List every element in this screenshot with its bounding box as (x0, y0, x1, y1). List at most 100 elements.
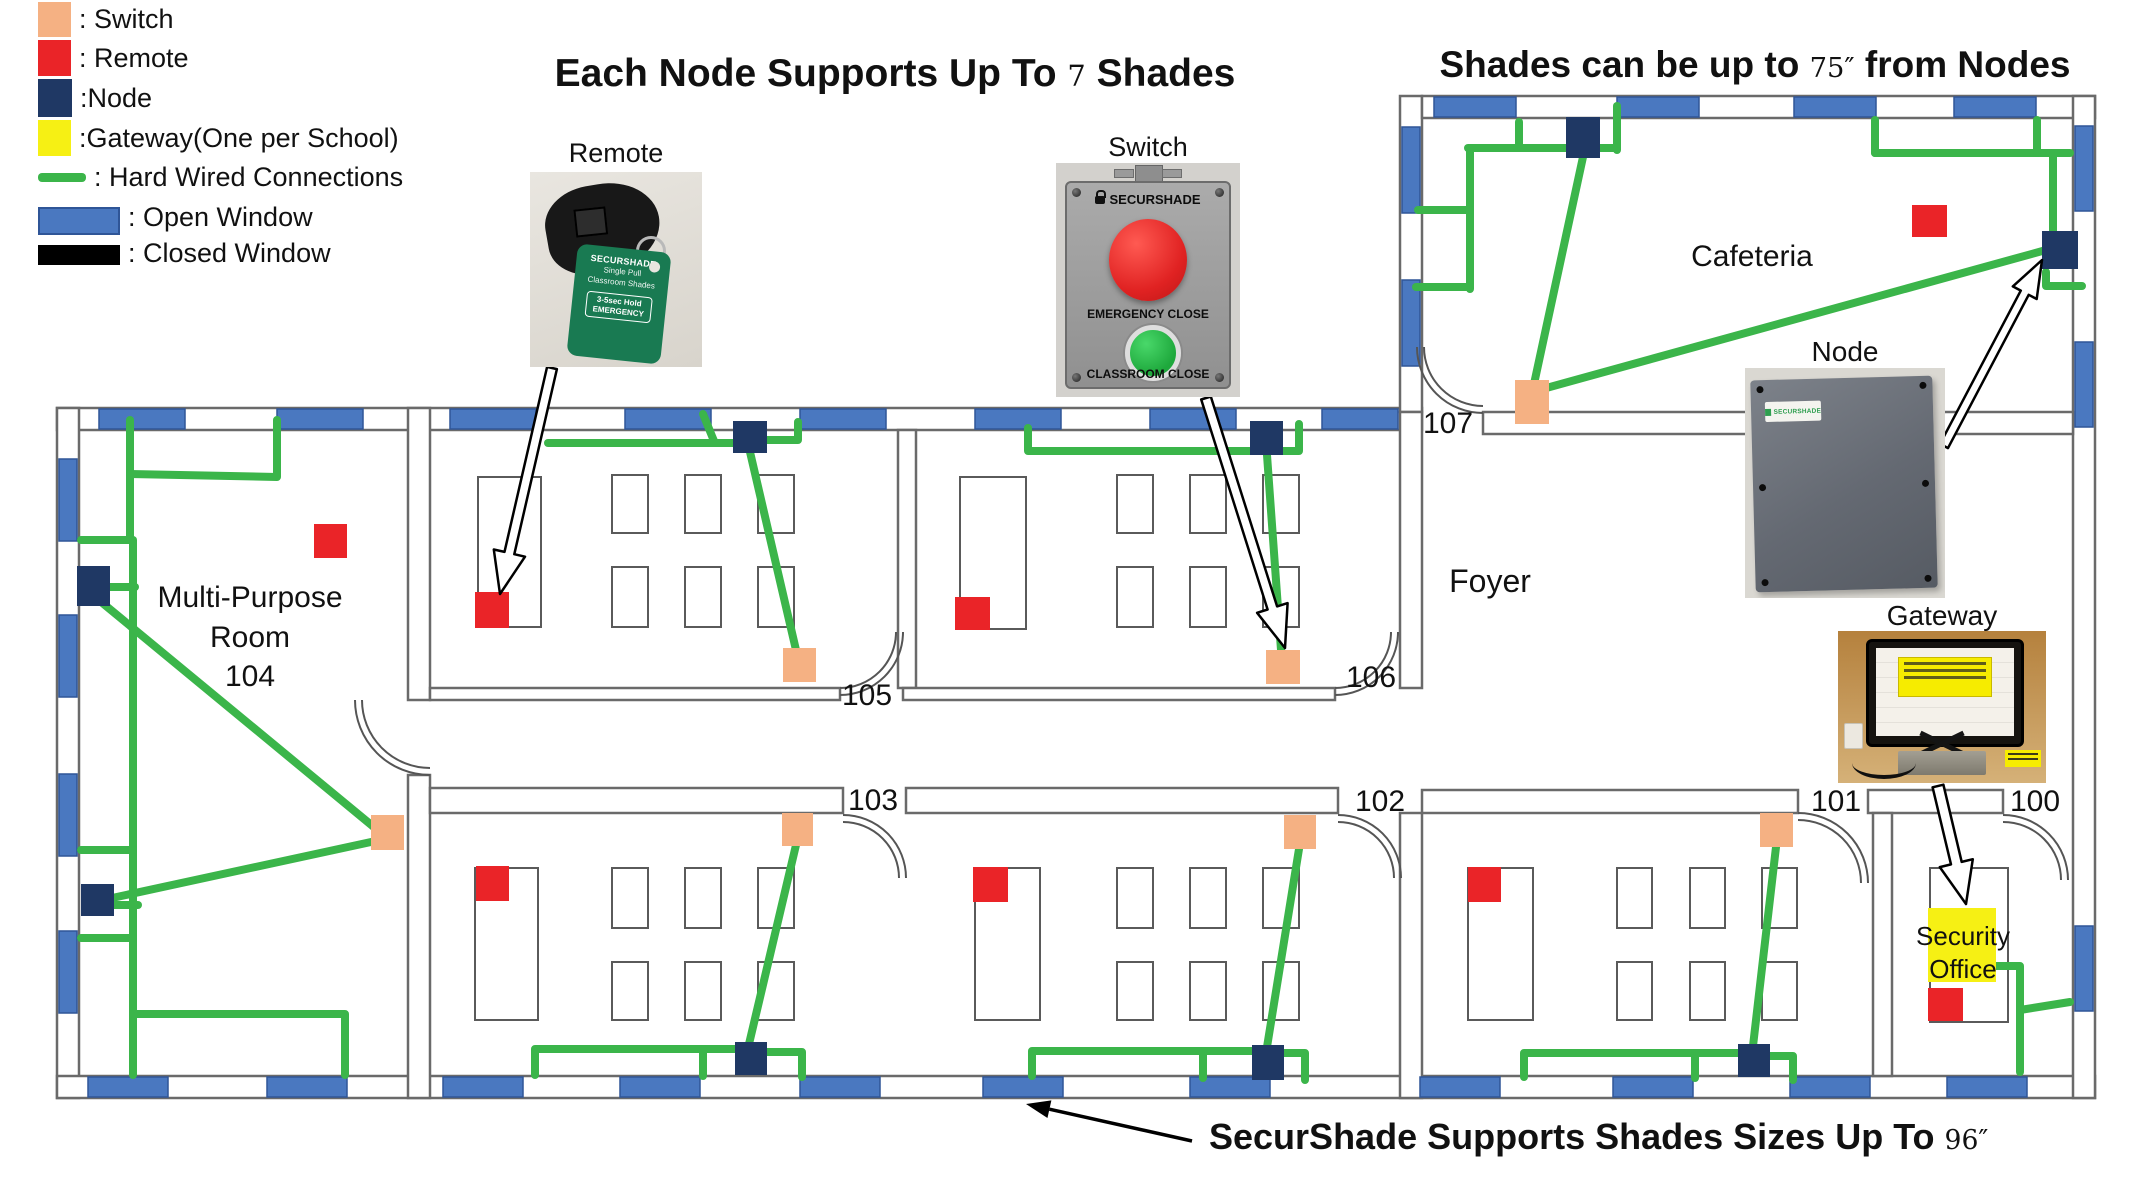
node-marker (77, 566, 110, 606)
student-desk (684, 474, 722, 534)
legend: : Switch: Remote:Node:Gateway(One per Sc… (38, 2, 498, 272)
wire-hardwired (1765, 1052, 1797, 1084)
node-marker (1252, 1045, 1284, 1080)
student-desk (1189, 961, 1227, 1021)
switch-marker (1266, 650, 1300, 684)
wall-band (901, 686, 1337, 702)
remote-marker (973, 867, 1008, 902)
student-desk (684, 867, 722, 929)
student-desk (1116, 867, 1154, 929)
wire-hardwired (531, 1045, 741, 1079)
door-arc (1797, 812, 1869, 884)
bottom-note-pre: SecurShade Supports Shades Sizes Up To (1209, 1116, 1945, 1157)
switch-marker (782, 813, 813, 846)
open-window (1401, 279, 1421, 367)
wire-hardwired (763, 418, 802, 444)
title-top-num: 7 (1067, 59, 1086, 93)
wire-hardwired (2042, 268, 2086, 290)
screen-sticky-note (1898, 657, 1992, 697)
wire-hardwired (746, 448, 800, 654)
open-window (1401, 126, 1421, 214)
wire-hardwired (2016, 998, 2074, 1014)
open-window (58, 773, 78, 857)
open-window (624, 408, 712, 430)
label-102: 102 (1355, 785, 1405, 818)
title-right-pre: Shades can be up to (1439, 44, 1810, 85)
screw-icon (1756, 386, 1764, 394)
wire-hardwired (1028, 1047, 1257, 1080)
wire-hardwired (126, 416, 281, 481)
door-arc (842, 821, 900, 879)
wire-hardwired (108, 838, 375, 902)
node-marker (735, 1042, 767, 1075)
open-window (1321, 408, 1399, 430)
legend-label: : Open Window (128, 201, 313, 232)
switch-marker (1284, 815, 1316, 849)
switch-swatch (38, 2, 71, 37)
wire-hardwired (745, 841, 800, 1048)
open-window (2074, 341, 2094, 428)
student-desk (1616, 867, 1653, 929)
open-window (87, 1076, 169, 1098)
wire-hardwired (1990, 962, 2024, 1076)
wire-hardwired (699, 410, 718, 445)
legend-item-open_window: : Open Window (38, 199, 498, 235)
student-desk (1116, 961, 1154, 1021)
gateway-marker (1928, 908, 1996, 982)
open-window (58, 930, 78, 1014)
open-window (982, 1076, 1064, 1098)
node-brand: SECURSHADE (1773, 407, 1822, 416)
gateway-monitor (1866, 639, 2024, 747)
wall-band (406, 773, 432, 1100)
open-window (58, 458, 78, 542)
label-104: 104 (225, 660, 275, 693)
cable (1852, 747, 1916, 779)
student-desk (1689, 961, 1726, 1021)
open-window (442, 1076, 524, 1098)
title-top-right: Shades can be up to 75″ from Nodes (1395, 44, 2115, 86)
door-arc (2002, 821, 2062, 881)
node-enclosure: SECURSHADE (1750, 375, 1938, 593)
switch-brand: SECURSHADE (1109, 192, 1201, 207)
wire-hardwired (77, 416, 134, 544)
switch-brand-row: SECURSHADE (1067, 189, 1229, 207)
bracket-wing (1114, 169, 1134, 178)
door-arc (1334, 631, 1399, 696)
student-desk (1189, 566, 1227, 628)
title-right-post: from Nodes (1854, 44, 2071, 85)
door-arc (1416, 346, 1484, 414)
gateway-swatch (38, 120, 71, 156)
wall-outlet (1844, 723, 1863, 749)
remote-marker (955, 597, 990, 630)
screw-icon (1924, 574, 1932, 582)
remote-tag-hold: 3-5sec Hold EMERGENCY (584, 290, 653, 324)
bottom-note-num: 96″ (1944, 1125, 1989, 1156)
node-photo: SECURSHADE (1745, 368, 1945, 598)
label-107: 107 (1423, 407, 1473, 440)
wire-hardwired (761, 1048, 806, 1081)
remote-photo: SECURSHADE Single Pull Classroom Shades … (530, 172, 702, 367)
student-desk (611, 474, 649, 534)
student-desk (1189, 474, 1227, 534)
lock-icon (1095, 189, 1107, 204)
remote-photo-label: Remote (568, 138, 664, 168)
wall-band (1420, 788, 1800, 815)
remote-marker (476, 866, 509, 901)
title-top: Each Node Supports Up To 7 Shades (500, 52, 1290, 96)
wall-band (1398, 410, 1424, 690)
wire-hardwired (1749, 843, 1780, 1050)
wall-band (904, 786, 1340, 815)
node-marker (1250, 421, 1283, 455)
label-multi-purpose: Multi-Purpose (157, 581, 342, 614)
student-desk (1116, 474, 1154, 534)
title-top-pre: Each Node Supports Up To (554, 52, 1068, 95)
node-marker (1738, 1044, 1770, 1077)
bottom-note: SecurShade Supports Shades Sizes Up To 9… (1209, 1116, 1988, 1158)
closed_window-swatch (38, 244, 120, 265)
open-window (1946, 1076, 2028, 1098)
wall-band (406, 406, 432, 702)
node-marker (733, 421, 767, 453)
student-desk (611, 867, 649, 929)
wire-hardwired (129, 1010, 349, 1079)
student-desk (1189, 867, 1227, 929)
